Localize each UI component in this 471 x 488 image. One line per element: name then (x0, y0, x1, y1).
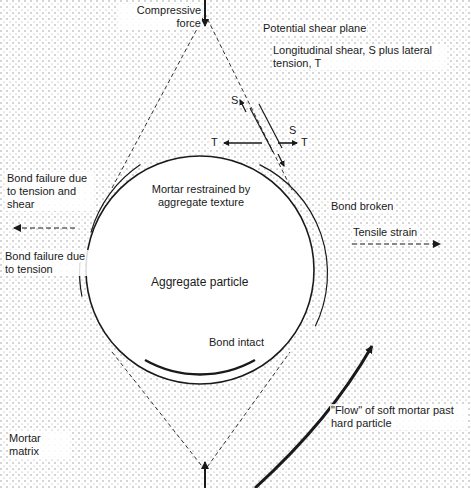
shear-symbol: S (230, 94, 239, 107)
node-text: Aggregate particle (151, 275, 248, 289)
matrix-label: Mortar matrix (8, 432, 70, 458)
strain-arrow (352, 243, 440, 244)
node-label: Aggregate particle (151, 275, 248, 289)
shear-plane-label: Potential shear plane (262, 22, 367, 35)
flow-label: "Flow" of soft mortar past hard particle (330, 404, 468, 430)
bond-label: Bond intact (208, 336, 265, 349)
bond-label: Bond failure due to tension and shear (6, 172, 94, 211)
shear-label: Longitudinal shear, S plus lateral tensi… (272, 44, 446, 70)
texture-label: Mortar restrained by aggregate texture (140, 183, 262, 209)
tension-symbol: T (210, 136, 219, 149)
tension-symbol: T (300, 136, 309, 149)
bond-label: Bond failure due to tension (4, 250, 90, 276)
strain-label: Tensile strain (352, 226, 418, 239)
shear-symbol: S (288, 124, 297, 137)
strain-arrow (14, 227, 75, 228)
force-label: Compressive force (118, 4, 202, 30)
force-arrow (204, 0, 206, 26)
force-arrow (204, 462, 206, 488)
shear-band (224, 100, 297, 166)
bond-label: Bond broken (330, 200, 394, 213)
